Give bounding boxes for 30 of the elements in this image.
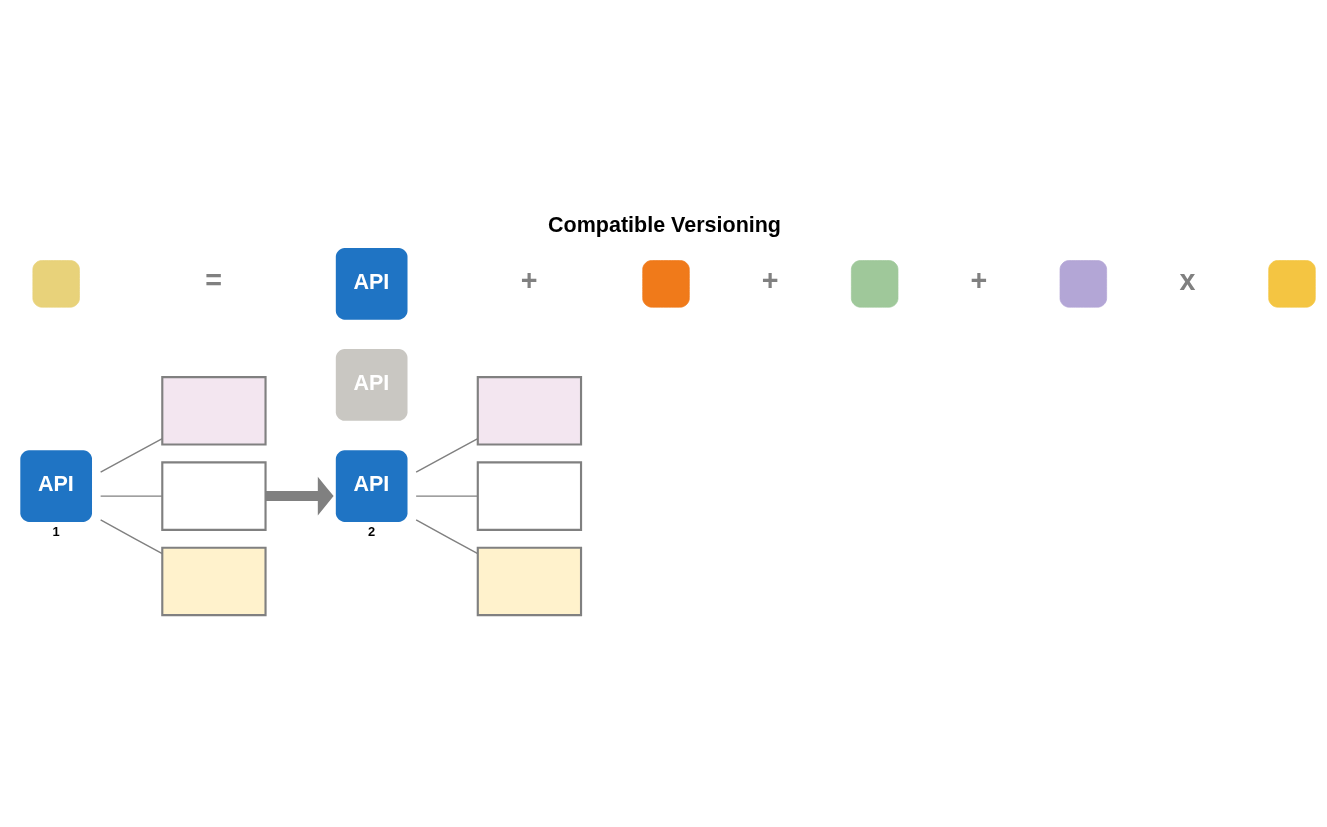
node-label: 2 — [368, 523, 376, 539]
node-label: 1 — [52, 523, 60, 539]
node-box: API — [335, 449, 408, 522]
node-box — [161, 546, 267, 616]
connector — [99, 437, 163, 473]
node-box — [1059, 259, 1107, 308]
connector — [415, 437, 479, 473]
node-box — [476, 546, 583, 616]
arrow — [265, 476, 334, 515]
node-box: API — [335, 348, 408, 421]
label: + — [520, 263, 538, 296]
node-box: API — [20, 449, 92, 522]
connector — [415, 494, 479, 497]
node-box — [32, 259, 80, 308]
node-box — [642, 259, 690, 308]
diagram-title: Compatible Versioning — [548, 212, 782, 237]
label: = — [205, 263, 223, 296]
label: + — [970, 263, 988, 296]
node-box — [1268, 259, 1316, 308]
node-box: API — [335, 247, 408, 320]
node-box — [161, 460, 267, 531]
node-box — [851, 259, 899, 308]
connector — [99, 518, 163, 554]
connector — [99, 494, 163, 497]
node-box — [476, 460, 583, 531]
connector — [415, 518, 479, 554]
node-box — [161, 375, 267, 446]
label: x — [1179, 263, 1196, 296]
label: + — [761, 263, 779, 296]
node-box — [476, 375, 583, 446]
